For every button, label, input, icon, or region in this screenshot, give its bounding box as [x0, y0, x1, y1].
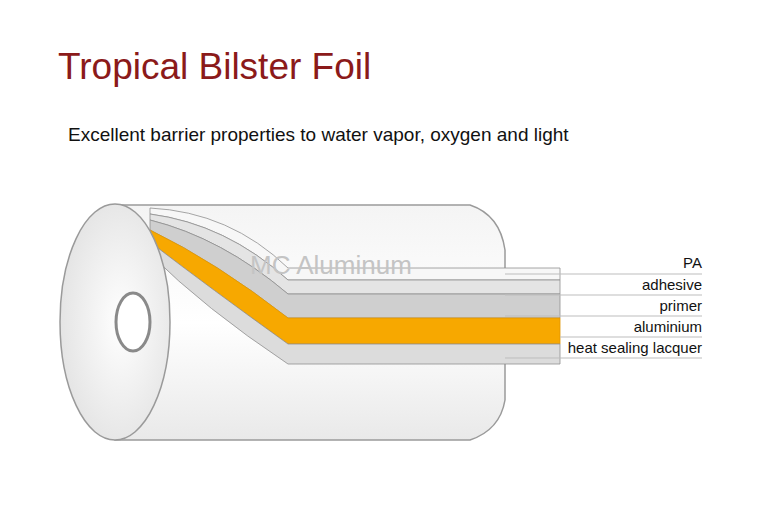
- layer-label: primer: [659, 297, 702, 315]
- diagram-title: Tropical Bilster Foil: [58, 46, 371, 88]
- watermark: MC Aluminum: [250, 250, 412, 281]
- subtitle: Excellent barrier properties to water va…: [68, 124, 569, 147]
- layer-label: aluminium: [634, 318, 702, 336]
- leader-line: [505, 274, 702, 275]
- layer-label: adhesive: [642, 276, 702, 294]
- layer-label: PA: [683, 254, 702, 272]
- leader-line: [505, 358, 702, 359]
- leader-lines: [505, 274, 702, 358]
- aluminium-layer: [150, 230, 560, 344]
- leader-line: [505, 316, 702, 317]
- leader-line: [505, 295, 702, 296]
- lacquer-layer: [150, 242, 560, 364]
- layer-label: heat sealing lacquer: [568, 339, 702, 357]
- roll-end-face: [60, 204, 170, 440]
- leader-line: [560, 337, 702, 338]
- foil-layers: [150, 208, 560, 364]
- roll-core-hole: [116, 293, 150, 351]
